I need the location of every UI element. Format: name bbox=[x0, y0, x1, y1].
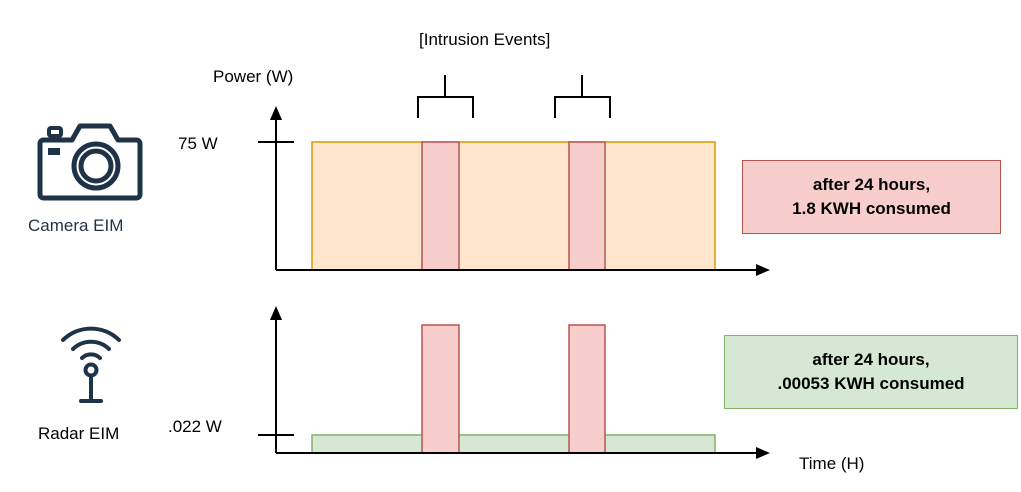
radar-baseline-label: .022 W bbox=[168, 417, 222, 436]
radar-eim-label: Radar EIM bbox=[38, 424, 120, 443]
radar-energy-callout: after 24 hours, .00053 KWH consumed bbox=[724, 335, 1018, 409]
radar-y-axis-arrow bbox=[270, 306, 282, 320]
y-axis-label: Power (W) bbox=[213, 67, 294, 86]
camera-callout-line1: after 24 hours, bbox=[812, 175, 931, 194]
intrusion-events-title: [Intrusion Events] bbox=[419, 30, 551, 49]
camera-intrusion-event-1 bbox=[421, 141, 460, 271]
camera-baseline-power-bar bbox=[311, 141, 716, 271]
camera-intrusion-event-2 bbox=[568, 141, 606, 271]
camera-icon bbox=[37, 123, 143, 201]
intrusion-bracket-2 bbox=[554, 75, 611, 118]
radar-callout-line1: after 24 hours, bbox=[812, 350, 930, 369]
radar-x-axis-arrow bbox=[756, 447, 770, 459]
intrusion-bracket-1 bbox=[417, 75, 474, 118]
camera-baseline-label: 75 W bbox=[178, 134, 218, 153]
camera-callout-line2: 1.8 KWH consumed bbox=[792, 199, 951, 218]
radar-baseline-power-bar bbox=[311, 434, 716, 454]
camera-eim-label: Camera EIM bbox=[28, 216, 124, 235]
radar-intrusion-event-1 bbox=[421, 324, 460, 454]
camera-y-axis-arrow bbox=[270, 106, 282, 120]
camera-energy-callout: after 24 hours, 1.8 KWH consumed bbox=[742, 160, 1001, 234]
camera-x-axis-arrow bbox=[756, 264, 770, 276]
radar-intrusion-event-2 bbox=[568, 324, 606, 454]
radar-callout-line2: .00053 KWH consumed bbox=[777, 374, 965, 393]
x-axis-label: Time (H) bbox=[799, 454, 865, 473]
radar-antenna-icon bbox=[61, 326, 121, 403]
